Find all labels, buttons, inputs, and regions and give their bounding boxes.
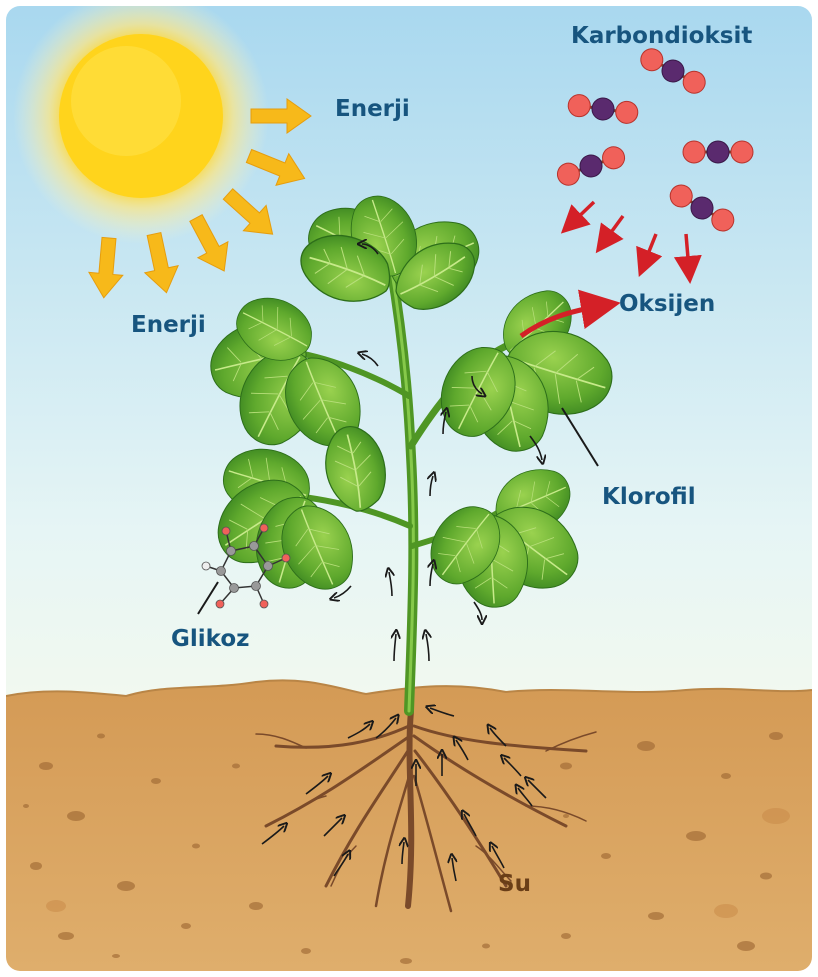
label-chlorophyll: Klorofil: [602, 484, 696, 510]
co2-molecule-icon: [683, 141, 753, 163]
label-glucose: Glikoz: [171, 626, 250, 652]
label-energy-left: Enerji: [131, 312, 206, 338]
label-water: Su: [498, 871, 531, 897]
label-oxygen: Oksijen: [619, 291, 715, 317]
photosynthesis-diagram: Enerji Enerji Karbondioksit Oksijen Klor…: [6, 6, 812, 971]
label-energy-top: Enerji: [335, 96, 410, 122]
label-carbon-dioxide: Karbondioksit: [571, 23, 752, 49]
